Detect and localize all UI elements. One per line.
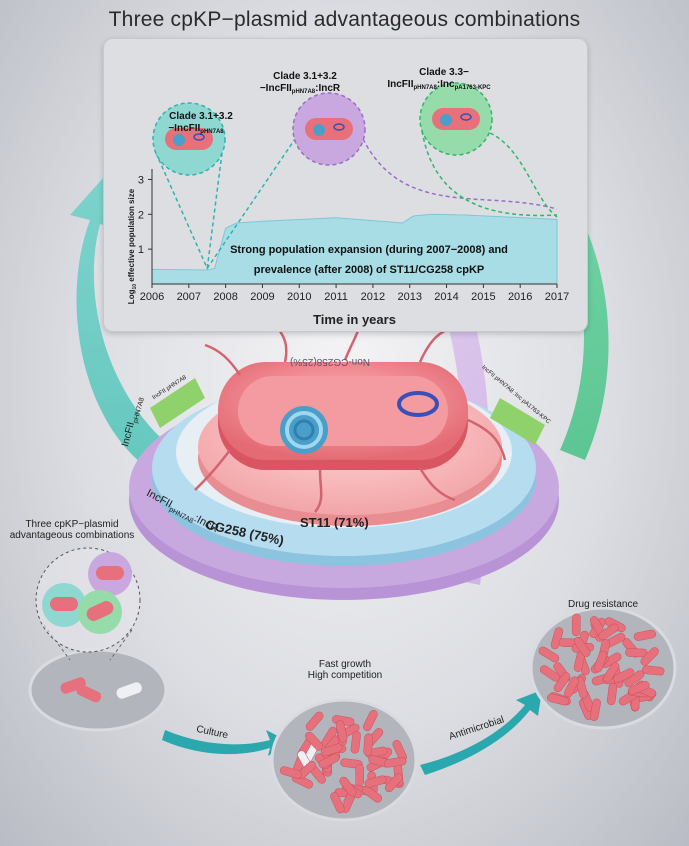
culture-arrow bbox=[162, 730, 290, 756]
clade-chromosome bbox=[440, 114, 452, 126]
annotation-line-2: prevalence (after 2008) of ST11/CG258 cp… bbox=[254, 264, 485, 276]
y-tick-label: 3 bbox=[138, 174, 144, 186]
bacterium bbox=[384, 773, 403, 793]
bacterium bbox=[606, 682, 618, 706]
bacterium bbox=[330, 792, 345, 814]
x-tick-label: 2013 bbox=[397, 291, 421, 303]
clade-dashed-line bbox=[489, 132, 558, 218]
bacterium bbox=[538, 646, 560, 663]
bacterium bbox=[335, 720, 348, 743]
clade-label-line2: IncFIIpHN7A8:IncpA1763-KPC bbox=[387, 79, 491, 91]
x-axis-title: Time in years bbox=[313, 312, 396, 327]
clade-label-line1: Clade 3.1+3.2 bbox=[169, 111, 233, 122]
bacterium bbox=[318, 753, 340, 769]
x-tick-label: 2014 bbox=[434, 291, 458, 303]
bacterium bbox=[642, 665, 665, 676]
bacterium bbox=[625, 648, 648, 658]
clade-dashed-line bbox=[362, 138, 558, 210]
bacterium bbox=[571, 613, 581, 637]
combos-label: Three cpKP−plasmid advantageous combinat… bbox=[9, 519, 135, 541]
bacterium bbox=[628, 681, 650, 695]
x-tick-label: 2010 bbox=[287, 291, 311, 303]
bacterium bbox=[613, 668, 635, 683]
green-arrow bbox=[505, 130, 609, 460]
x-tick-label: 2007 bbox=[177, 291, 201, 303]
bacterium bbox=[603, 662, 620, 683]
bacterium bbox=[640, 647, 659, 666]
bacterium bbox=[589, 698, 601, 721]
clade-label-line1: Clade 3.3− bbox=[419, 67, 469, 78]
st11-label: ST11 (71%) bbox=[300, 515, 369, 530]
bacterium bbox=[575, 676, 588, 699]
bacterium bbox=[364, 775, 387, 788]
annotation-line-1: Strong population expansion (during 2007… bbox=[230, 244, 508, 256]
population-area bbox=[151, 213, 558, 285]
bacterium bbox=[553, 672, 571, 693]
dish-1 bbox=[28, 648, 168, 732]
y-tick-label: 1 bbox=[138, 244, 144, 256]
clade-bacterium bbox=[305, 118, 353, 140]
x-tick-label: 2009 bbox=[250, 291, 274, 303]
clade-chromosome bbox=[313, 124, 325, 136]
y-tick-label: 2 bbox=[138, 209, 144, 221]
clade-bacterium bbox=[432, 108, 480, 130]
x-tick-label: 2017 bbox=[545, 291, 569, 303]
antimicrobial-arrow bbox=[420, 690, 542, 775]
teal-arrow bbox=[70, 168, 175, 470]
x-tick-label: 2006 bbox=[140, 291, 164, 303]
central-bacterium bbox=[194, 304, 507, 513]
clade-label-line1: Clade 3.1+3.2 bbox=[273, 71, 337, 82]
bacterium bbox=[320, 743, 343, 757]
clade-chromosome bbox=[173, 134, 185, 146]
x-tick-label: 2012 bbox=[361, 291, 385, 303]
bacterium bbox=[350, 731, 361, 754]
figure-title: Three cpKP−plasmid advantageous combinat… bbox=[108, 8, 581, 31]
population-chart: 2006 2007 2008 2009 2010 2011 2012 2013 2014 2015… bbox=[127, 67, 569, 327]
fast-growth-label: Fast growth High competition bbox=[307, 659, 383, 681]
bacterium bbox=[547, 693, 570, 706]
clade-plasmid bbox=[193, 133, 205, 141]
clade-label-line2: −IncFIIpHN7A8 bbox=[168, 123, 224, 135]
clade-dashed-line bbox=[206, 152, 223, 269]
bacterium bbox=[339, 776, 357, 797]
bacterium bbox=[573, 636, 591, 657]
y-axis-title: Log10 effective population size bbox=[127, 188, 138, 304]
bacterium bbox=[279, 766, 302, 779]
bacterium bbox=[363, 733, 373, 756]
tab-left bbox=[150, 378, 205, 428]
bacterium bbox=[305, 711, 324, 731]
drug-resistance-label: Drug resistance bbox=[567, 599, 639, 610]
clade-label-line2: −IncFIIpHN7A8:IncR bbox=[260, 83, 341, 95]
clade-dashed-line bbox=[155, 138, 296, 270]
clade-dashed-line bbox=[421, 130, 558, 217]
clade-plasmid bbox=[333, 123, 345, 131]
bacterium bbox=[355, 763, 364, 787]
chart-panel: 2006 2007 2008 2009 2010 2011 2012 2013 2014 2015… bbox=[103, 38, 588, 332]
bacterium bbox=[363, 709, 378, 732]
tab-right bbox=[490, 398, 545, 445]
bacterium bbox=[633, 629, 657, 641]
x-tick-label: 2016 bbox=[508, 291, 532, 303]
non-cg258-label: Non-CG258(25%) bbox=[290, 356, 371, 367]
x-tick-label: 2008 bbox=[213, 291, 237, 303]
bacterium bbox=[593, 650, 608, 673]
x-tick-label: 2011 bbox=[324, 291, 348, 303]
bacterium bbox=[362, 785, 382, 803]
bacterium bbox=[564, 676, 579, 698]
x-tick-label: 2015 bbox=[471, 291, 495, 303]
bacterium bbox=[384, 756, 407, 768]
clade-plasmid bbox=[460, 113, 472, 121]
bacterium bbox=[598, 623, 619, 641]
